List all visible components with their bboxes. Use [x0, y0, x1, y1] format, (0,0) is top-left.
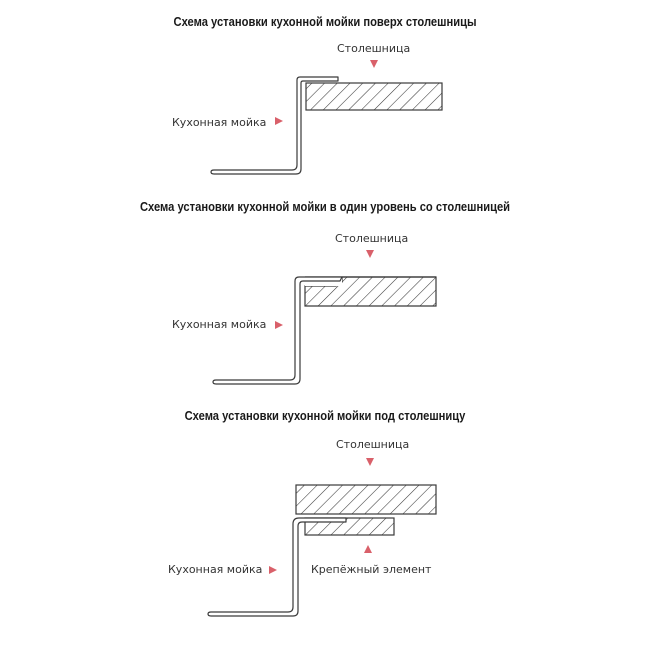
diagram-1-title: Схема установки кухонной мойки поверх ст…: [173, 14, 477, 29]
diagram-3-drawing: [207, 458, 437, 617]
diagram-1-countertop-arrow: [370, 60, 378, 68]
diagram-3-sink-label: Кухонная мойка: [168, 563, 263, 576]
diagram-1-sink-arrow: [275, 117, 283, 125]
diagram-1-countertop: [305, 82, 443, 111]
diagram-3-fastener-label: Крепёжный элемент: [311, 563, 432, 576]
diagram-2-sink-label: Кухонная мойка: [172, 318, 267, 331]
diagram-2-drawing: [212, 250, 437, 385]
diagram-3-sink-arrow: [269, 566, 277, 574]
diagram-3-countertop-label: Столешница: [336, 438, 410, 451]
diagram-3-countertop: [295, 484, 437, 515]
diagram-3-countertop-arrow: [366, 458, 374, 466]
diagram-2-countertop-label: Столешница: [335, 232, 409, 245]
diagram-1-sink-label: Кухонная мойка: [172, 116, 267, 129]
diagram-3-title: Схема установки кухонной мойки под столе…: [184, 408, 466, 423]
diagram-2-sink-arrow: [275, 321, 283, 329]
diagram-3-sink: [207, 517, 347, 617]
diagram-1-sink: [210, 76, 339, 175]
diagram-2-countertop-arrow: [366, 250, 374, 258]
diagram-2-sink: [212, 276, 343, 385]
diagram-3-fastener-arrow: [364, 545, 372, 553]
diagram-1-drawing: [210, 60, 443, 175]
diagram-2-title: Схема установки кухонной мойки в один ур…: [139, 199, 511, 214]
diagram-1-countertop-label: Столешница: [337, 42, 411, 55]
